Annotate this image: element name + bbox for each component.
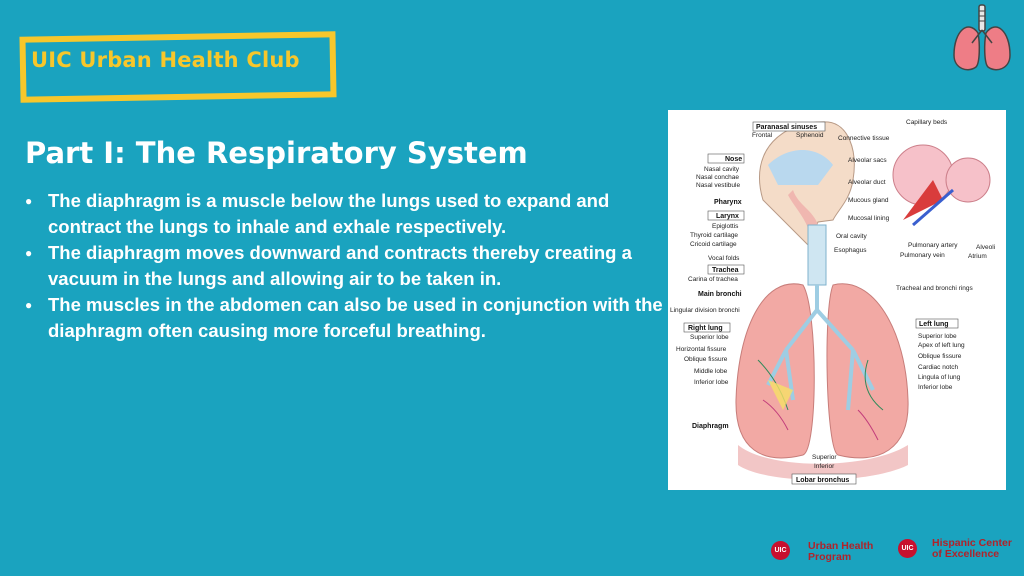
logo2-line1: Hispanic Center (932, 537, 1012, 549)
label-epiglottis: Epiglottis (712, 223, 739, 230)
label-vocal-folds: Vocal folds (708, 255, 740, 262)
urban-health-program-logo: Urban Health Program (808, 541, 873, 563)
bullet-item: ● The muscles in the abdomen can also be … (23, 292, 663, 344)
label-frontal: Frontal (752, 132, 773, 139)
label-cricoid: Cricoid cartilage (690, 241, 737, 248)
label-pulm-vein: Pulmonary vein (900, 252, 945, 259)
logo1-line2: Program (808, 551, 852, 563)
label-esophagus: Esophagus (834, 247, 867, 254)
label-apex: Apex of left lung (918, 342, 965, 349)
label-sphenoid: Sphenoid (796, 132, 824, 139)
slide-title: Part I: The Respiratory System (25, 136, 528, 170)
label-mucosal-lining: Mucosal lining (848, 215, 890, 222)
label-alveolar-duct: Alveolar duct (848, 179, 886, 186)
label-oblique: Oblique fissure (684, 356, 728, 363)
logo2-line2: of Excellence (932, 548, 1000, 560)
label-pharynx: Pharynx (714, 199, 742, 206)
label-nasal-conchae: Nasal conchae (696, 174, 739, 181)
label-l-inferior: Inferior lobe (918, 384, 953, 391)
club-name: UIC Urban Health Club (31, 48, 300, 72)
bullet-text: The muscles in the abdomen can also be u… (48, 294, 663, 341)
label-alveoli: Alveoli (976, 244, 995, 251)
bullet-glyph: ● (25, 298, 33, 312)
label-capillary: Capillary beds (906, 119, 948, 126)
bullet-glyph: ● (25, 246, 33, 260)
label-nasal-cavity: Nasal cavity (704, 166, 740, 173)
label-tracheal-rings: Tracheal and bronchi rings (896, 285, 973, 292)
label-trachea: Trachea (712, 267, 739, 274)
label-r-superior: Superior lobe (690, 334, 729, 341)
label-lobar: Lobar bronchus (796, 477, 849, 484)
lungs-icon (953, 4, 1011, 71)
label-middle: Middle lobe (694, 368, 728, 375)
label-lingula: Lingula of lung (918, 374, 961, 381)
label-larynx: Larynx (716, 213, 739, 220)
label-nose: Nose (725, 156, 742, 163)
bullet-list: ● The diaphragm is a muscle below the lun… (23, 188, 663, 344)
label-paranasal: Paranasal sinuses (756, 124, 817, 131)
label-main-bronchi: Main bronchi (698, 291, 742, 298)
label-nasal-vestibule: Nasal vestibule (696, 182, 740, 189)
respiratory-diagram: Paranasal sinuses Frontal Sphenoid Nose … (668, 110, 1006, 490)
logo1-line1: Urban Health (808, 540, 874, 552)
uic-logo-badge: UIC (771, 541, 790, 560)
bullet-item: ● The diaphragm is a muscle below the lun… (23, 188, 663, 240)
label-superior: Superior (812, 454, 837, 461)
bullet-item: ● The diaphragm moves downward and contra… (23, 240, 663, 292)
bullet-text: The diaphragm moves downward and contrac… (48, 242, 632, 289)
label-carina: Carina of trachea (688, 276, 738, 283)
label-right-lung: Right lung (688, 325, 723, 332)
label-pulm-artery: Pulmonary artery (908, 242, 958, 249)
label-l-oblique: Oblique fissure (918, 353, 962, 360)
label-oral-cavity: Oral cavity (836, 233, 867, 240)
label-thyroid: Thyroid cartilage (690, 232, 738, 239)
bullet-glyph: ● (25, 194, 33, 208)
hispanic-center-logo: Hispanic Center of Excellence (932, 538, 1012, 560)
label-diaphragm: Diaphragm (692, 423, 729, 430)
label-mucous-gland: Mucous gland (848, 197, 889, 204)
label-inferior: Inferior (814, 463, 835, 470)
label-connective: Connective tissue (838, 135, 890, 142)
label-lingular: Lingular division bronchi (670, 307, 740, 314)
label-cardiac-notch: Cardiac notch (918, 364, 958, 371)
label-r-inferior: Inferior lobe (694, 379, 729, 386)
label-atrium: Atrium (968, 253, 987, 260)
label-alveolar-sacs: Alveolar sacs (848, 157, 887, 164)
label-left-lung: Left lung (919, 321, 949, 328)
bullet-text: The diaphragm is a muscle below the lung… (48, 190, 610, 237)
label-l-superior: Superior lobe (918, 333, 957, 340)
label-horizontal: Horizontal fissure (676, 346, 727, 353)
uic-logo-badge: UIC (898, 539, 917, 558)
